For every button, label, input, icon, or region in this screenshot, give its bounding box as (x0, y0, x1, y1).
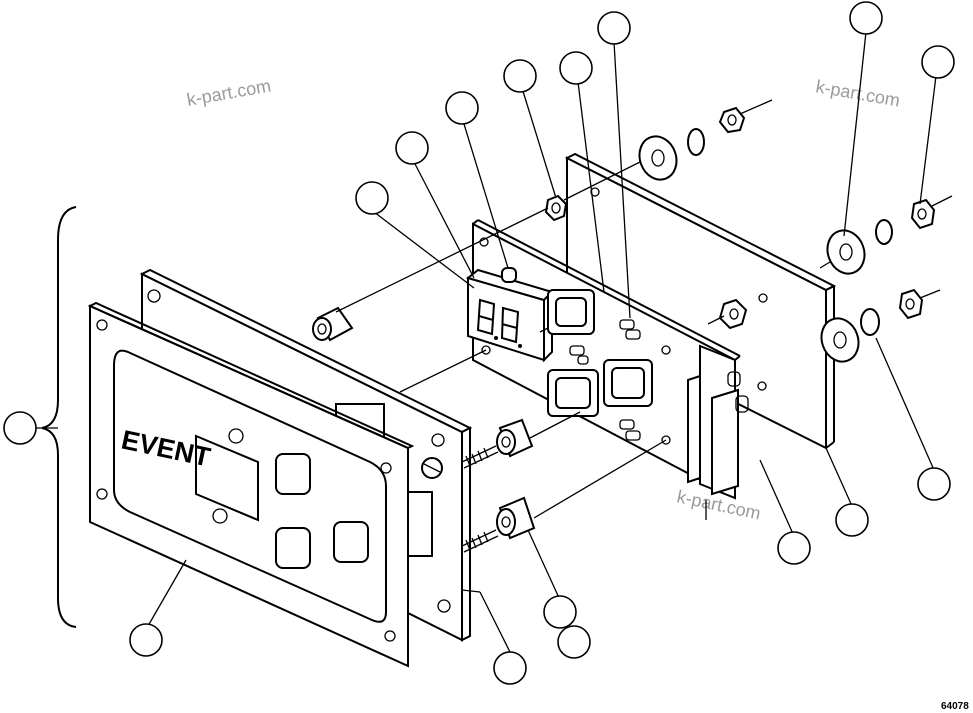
circuit-board (465, 219, 749, 520)
button-window-1 (275, 453, 311, 495)
pushbutton-switch-2 (547, 369, 599, 417)
callout-bubble (559, 51, 593, 85)
edge-connector (687, 344, 749, 520)
button-window-3 (333, 521, 369, 563)
callout-bubble (777, 531, 811, 565)
callout-bubble (597, 11, 631, 45)
pushbutton-switch-3 (603, 359, 653, 407)
pushbutton-switch-1 (547, 289, 595, 335)
seven-segment-display (465, 268, 554, 363)
callout-bubble (3, 411, 37, 445)
washer-top (638, 135, 678, 181)
washer-right-2 (820, 317, 860, 363)
board-components (569, 319, 641, 441)
callout-leader-lines (34, 31, 937, 653)
callout-bubble (543, 595, 577, 629)
lock-washer-top (687, 128, 705, 156)
membrane-overlay-plate: EVENT (87, 301, 415, 668)
figure-code: 64078 (941, 701, 969, 712)
nut-right-1 (910, 198, 936, 230)
callout-bubble (445, 91, 479, 125)
nut-right-2 (898, 288, 924, 320)
display-window (195, 434, 259, 522)
callout-bubble (503, 59, 537, 93)
callout-bubble (493, 651, 527, 685)
callout-bubble (395, 131, 429, 165)
nut-board-upper (544, 194, 568, 222)
callout-bubble (835, 503, 869, 537)
rear-mounting-plate (564, 152, 837, 450)
assembly-bracket (41, 206, 77, 628)
callout-bubble (849, 1, 883, 35)
callout-bubble (917, 467, 951, 501)
standoff-spacer-bottom (496, 496, 536, 540)
callout-bubble (355, 181, 389, 215)
watermark-top-left: k-part.com (185, 75, 272, 109)
button-window-2 (275, 527, 311, 569)
lock-washer-right-1 (875, 219, 893, 245)
mounting-screws (461, 445, 499, 553)
callout-bubble (129, 623, 163, 657)
lock-washer-right-2 (860, 308, 880, 336)
standoff-spacer-top (312, 306, 354, 342)
callout-bubble (921, 45, 955, 79)
callout-bubbles (3, 1, 955, 685)
led (501, 267, 517, 283)
assembly-axis-lines (335, 99, 953, 519)
washer-right-1 (826, 229, 866, 275)
nut-top (718, 106, 746, 134)
standoff-spacer-middle (496, 418, 534, 458)
callout-bubble (557, 625, 591, 659)
